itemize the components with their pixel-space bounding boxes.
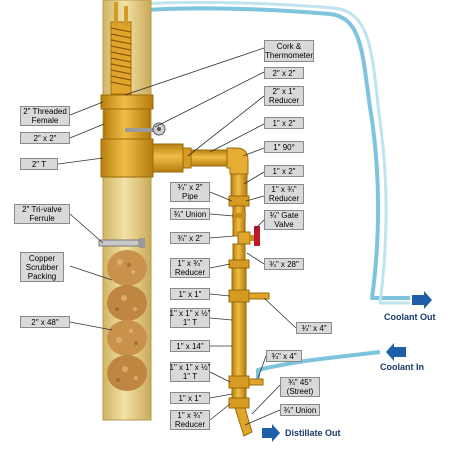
trivalve-ferrule — [98, 238, 145, 248]
label-text: ¾" x 2" — [177, 233, 203, 243]
label-elbow-90: 1" 90° — [264, 141, 304, 153]
label-text: Valve — [274, 220, 294, 229]
label-text: 1" T — [182, 372, 198, 381]
label-1x14: 1" x 14" — [170, 340, 210, 352]
label-text: Scrubber — [25, 262, 59, 272]
label-street-45: ¾" 45° (Street) — [280, 377, 320, 397]
label-text: Pipe — [181, 192, 198, 201]
label-union-b: ¾" Union — [280, 404, 320, 416]
label-text: ¾" Union — [283, 405, 317, 415]
elbow-90 — [226, 147, 249, 175]
label-text: Reducer — [174, 420, 206, 429]
label-text: Ferrule — [29, 214, 55, 223]
label-1in-tee-b: 1" x 1" x ½" 1" T — [169, 362, 211, 382]
label-34x28: ¾" x 28" — [264, 258, 304, 270]
label-text: ¾" x 4" — [271, 351, 297, 361]
label-2x2-top: 2" x 2" — [264, 67, 304, 79]
label-text: Reducer — [268, 194, 300, 203]
tee-1in-lower — [228, 375, 250, 389]
label-text: 2" x 48" — [31, 317, 59, 327]
label-gate-valve: ¾" Gate Valve — [264, 210, 304, 230]
label-text: ¾" x 28" — [269, 259, 299, 269]
pipe-1x2 — [190, 149, 228, 167]
label-cork-thermometer: Cork & Thermometer — [264, 40, 314, 62]
reducer-1x34-mid — [228, 259, 250, 269]
label-copper-packing: Copper Scrubber Packing — [20, 252, 64, 282]
tee-2in — [100, 138, 154, 178]
label-text: ¾" x 2" — [177, 183, 203, 192]
label-text: 1" 90° — [273, 142, 295, 152]
label-34x4-a: ¾" x 4" — [296, 322, 332, 334]
label-2x1-reducer: 2" x 1" Reducer — [264, 86, 304, 106]
tee-2in-branch — [152, 143, 184, 173]
coolant-out-label: Coolant Out — [384, 312, 436, 322]
label-text: 1" x 2" — [272, 166, 296, 176]
label-text: Reducer — [268, 96, 300, 105]
leader-lines — [57, 47, 297, 426]
label-2in-tee: 2" T — [20, 158, 58, 170]
label-pipe-34x2: ¾" x 2" Pipe — [170, 182, 210, 202]
label-text: ¾" 45° — [288, 378, 312, 387]
label-1x1-b: 1" x 1" — [170, 392, 210, 404]
label-2x48: 2" x 48" — [20, 316, 70, 328]
label-text: 1" x 1" — [178, 393, 202, 403]
pipe-34x28 — [232, 243, 246, 261]
coolant-tubing — [118, 0, 410, 382]
reducer-2x1 — [182, 147, 192, 169]
label-text: ¾" x 4" — [301, 323, 327, 333]
label-text: 1" x ¾" — [177, 411, 203, 420]
reducer-1x34-bottom — [228, 397, 250, 409]
label-text: 1" x ¾" — [177, 259, 203, 268]
coupling-2x2 — [103, 108, 151, 140]
label-text: 1" x 14" — [176, 341, 204, 351]
label-text: Thermometer — [265, 51, 314, 60]
label-1x1-a: 1" x 1" — [170, 288, 210, 300]
threaded-female-fitting — [100, 94, 154, 110]
label-text: 1" x 1" x ½" — [169, 363, 211, 372]
label-threaded-female: 2" Threaded Female — [20, 106, 70, 126]
label-text: (Street) — [286, 387, 314, 396]
label-text: 2" T — [31, 159, 47, 169]
label-text: Copper — [28, 253, 56, 263]
reflux-coil — [110, 2, 132, 95]
label-1in-tee-a: 1" x 1" x ½" 1" T — [169, 308, 211, 328]
thermometer — [125, 122, 166, 136]
label-text: ¾" Union — [173, 209, 207, 219]
label-text: 2" Threaded — [23, 107, 67, 116]
label-1x2-a: 1" x 2" — [264, 117, 304, 129]
label-34x2: ¾" x 2" — [170, 232, 210, 244]
label-text: 2" x 2" — [33, 133, 57, 143]
tee-1in-upper — [228, 289, 250, 303]
copper-packing — [107, 250, 147, 391]
label-text: 1" x 1" x ½" — [169, 309, 211, 318]
label-text: Cork & — [276, 42, 302, 51]
label-1x2-b: 1" x 2" — [264, 165, 304, 177]
pipe-1x2-vertical — [230, 173, 248, 197]
label-text: 2" x 2" — [272, 68, 296, 78]
label-text: Packing — [27, 271, 57, 281]
pipe-34x4-upper — [248, 292, 270, 300]
label-text: 1" x 2" — [272, 118, 296, 128]
label-text: 1" T — [182, 318, 198, 327]
label-union-a: ¾" Union — [170, 208, 210, 220]
label-text: 1" x ¾" — [271, 185, 297, 194]
label-1x34-reducer-mid: 1" x ¾" Reducer — [170, 258, 210, 278]
label-trivalve-ferrule: 2" Tri-valve Ferrule — [14, 204, 70, 224]
label-text: 2" Tri-valve — [22, 205, 62, 214]
label-text: 1" x 1" — [178, 289, 202, 299]
flow-arrows — [262, 291, 432, 442]
pipe-34x4-lower — [248, 378, 264, 386]
label-text: ¾" Gate — [269, 211, 299, 220]
label-text: Female — [31, 116, 59, 125]
coolant-in-label: Coolant In — [380, 362, 424, 372]
label-text: 2" x 1" — [272, 87, 296, 96]
label-1x34-reducer-bottom: 1" x ¾" Reducer — [170, 410, 210, 430]
label-2x2-left: 2" x 2" — [20, 132, 70, 144]
label-1x34-reducer: 1" x ¾" Reducer — [264, 184, 304, 204]
street-45 — [234, 407, 253, 437]
distillate-out-label: Distillate Out — [285, 428, 341, 438]
label-34x4-b: ¾" x 4" — [266, 350, 302, 362]
label-text: Reducer — [174, 268, 206, 277]
